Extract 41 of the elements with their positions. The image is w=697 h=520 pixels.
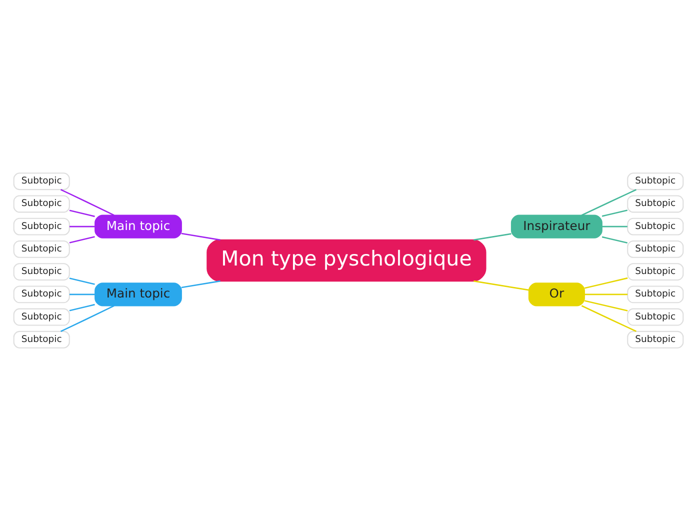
connector — [474, 280, 530, 290]
node-box: Subtopic — [13, 330, 70, 348]
connector — [584, 293, 628, 295]
connector — [602, 236, 628, 244]
connector — [69, 277, 95, 284]
node-box: Subtopic — [13, 172, 70, 190]
connector — [581, 188, 636, 216]
connector — [69, 236, 95, 243]
node-box: Main topic — [94, 214, 182, 238]
node-box: Subtopic — [627, 308, 684, 326]
node-box: Subtopic — [627, 217, 684, 235]
connector — [70, 293, 95, 295]
connector — [69, 303, 95, 311]
node-box: Main topic — [94, 282, 182, 306]
node-box: Subtopic — [627, 262, 684, 280]
node-box: Subtopic — [13, 217, 70, 235]
connector — [581, 304, 636, 332]
connector — [602, 225, 628, 227]
node-box: Inspirateur — [510, 214, 602, 238]
node-box: Subtopic — [627, 194, 684, 212]
connector — [69, 209, 95, 217]
connector — [181, 232, 220, 240]
node-box: Subtopic — [627, 172, 684, 190]
connector — [584, 276, 628, 288]
connector — [584, 300, 628, 311]
node-box: Or — [528, 282, 585, 306]
node-box: Subtopic — [13, 308, 70, 326]
node-box: Mon type pyschologique — [206, 238, 486, 282]
connector — [181, 280, 220, 288]
node-box: Subtopic — [627, 285, 684, 303]
connector — [70, 225, 95, 227]
node-box: Subtopic — [13, 285, 70, 303]
node-box: Subtopic — [627, 240, 684, 258]
connector — [602, 209, 628, 216]
node-box: Subtopic — [13, 262, 70, 280]
connector — [60, 188, 114, 216]
node-box: Subtopic — [627, 330, 684, 348]
node-box: Subtopic — [13, 194, 70, 212]
node-box: Subtopic — [13, 240, 70, 258]
connector — [474, 232, 512, 240]
connector — [60, 304, 114, 332]
